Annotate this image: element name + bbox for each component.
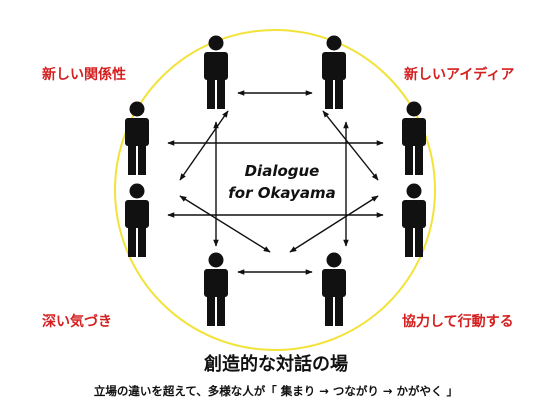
page-subtitle: 立場の違いを超えて、多様な人が「 集まり → つながり → かがやく 」 — [93, 384, 459, 398]
label-new-ideas: 新しいアイディア — [404, 67, 515, 83]
person-icon — [125, 101, 149, 175]
page-title: 創造的な対話の場 — [204, 354, 348, 375]
arrow-diag-top-right — [322, 110, 379, 181]
arrow-diag-top-left — [179, 110, 229, 181]
person-icon — [204, 35, 228, 109]
center-label-line1: Dialogue — [244, 162, 320, 180]
person-icon — [402, 183, 426, 257]
person-icon — [204, 252, 228, 326]
label-deep-awareness: 深い気づき — [42, 314, 112, 330]
person-icon — [402, 101, 426, 175]
center-label: Dialogue for Okayama — [222, 160, 342, 204]
community-ring — [114, 29, 436, 351]
arrow-diag-bottom-left — [179, 195, 271, 253]
label-act-together: 協力して行動する — [402, 314, 514, 330]
connection-arrows — [167, 90, 384, 275]
person-icon — [125, 183, 149, 257]
person-icon — [322, 35, 346, 109]
center-label-line2: for Okayama — [228, 184, 336, 202]
person-icon — [322, 252, 346, 326]
arrow-diag-bottom-right — [289, 195, 379, 253]
label-new-relationships: 新しい関係性 — [42, 67, 126, 83]
